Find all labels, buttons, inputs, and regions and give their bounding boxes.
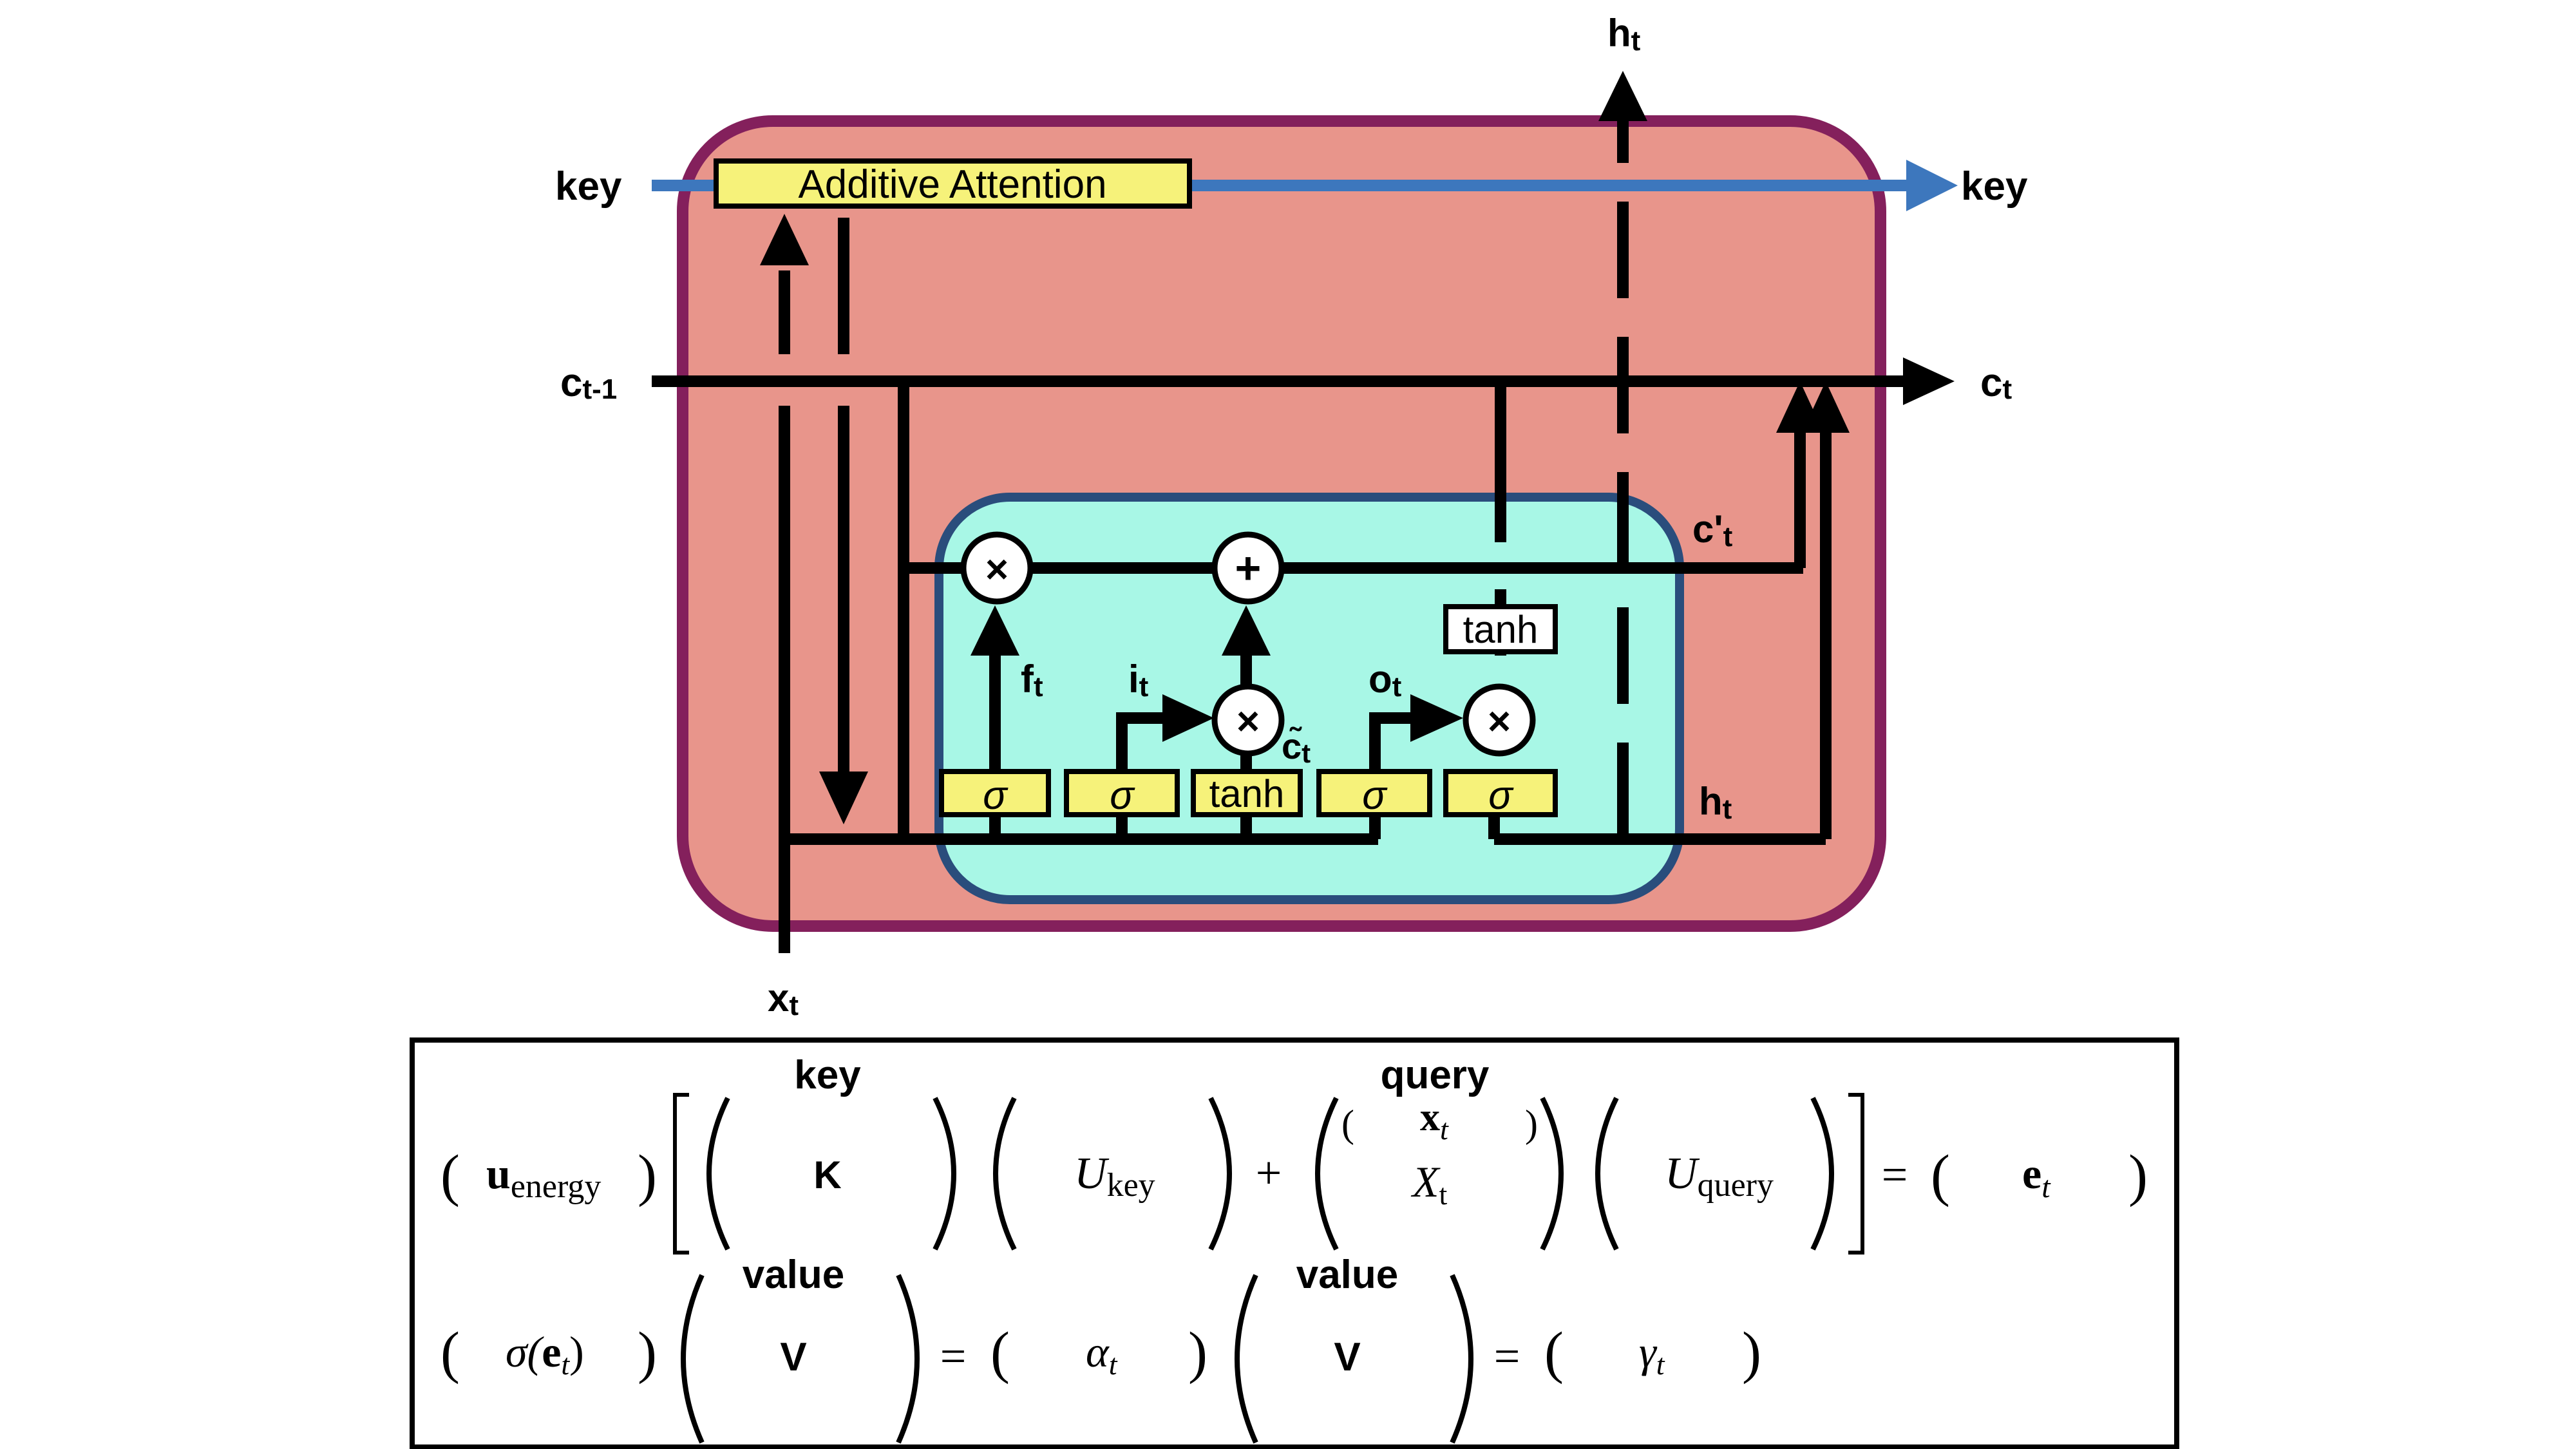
additive-attention-box: Additive Attention bbox=[714, 158, 1192, 209]
ft-arrowhead bbox=[971, 605, 1019, 656]
ct-arrowhead bbox=[1903, 357, 1955, 405]
svg-text:×: × bbox=[1488, 699, 1511, 744]
c-prev-label: ct-1 bbox=[560, 361, 617, 405]
i-t-label: it bbox=[1128, 658, 1149, 703]
key-header: key bbox=[794, 1053, 861, 1097]
eq-gamma-t: ( γt ) bbox=[1544, 1321, 1761, 1385]
gate-sigma-f: σ bbox=[939, 769, 1051, 818]
key-out-label: key bbox=[1961, 164, 2028, 209]
gate-sigma-i: σ bbox=[1064, 769, 1180, 818]
ht-top-arrowhead bbox=[1598, 71, 1647, 121]
svg-text:(: ( bbox=[440, 1321, 460, 1385]
svg-text:(: ( bbox=[1931, 1144, 1950, 1208]
gate-tanh-c: tanh bbox=[1191, 769, 1303, 817]
equals-sign-1: = bbox=[1882, 1149, 1908, 1200]
o-t-label: ot bbox=[1368, 658, 1402, 703]
h-right-label: ht bbox=[1699, 780, 1732, 825]
gate-sigma-i-label: σ bbox=[1110, 773, 1135, 818]
svg-text:): ) bbox=[1742, 1321, 1761, 1385]
x-t-label: xt bbox=[768, 976, 799, 1021]
cell-add-op: + bbox=[1211, 531, 1285, 605]
value-header-1: value bbox=[743, 1253, 845, 1297]
svg-text:): ) bbox=[1525, 1103, 1538, 1145]
gate-sigma-f-label: σ bbox=[983, 773, 1009, 818]
svg-text:): ) bbox=[1188, 1321, 1208, 1385]
svg-text:(: ( bbox=[440, 1144, 460, 1208]
xt-to-attention-arrowhead bbox=[760, 214, 809, 265]
K-symbol: K bbox=[813, 1153, 841, 1197]
equation-panel bbox=[410, 1037, 2179, 1449]
svg-text:×: × bbox=[985, 547, 1009, 592]
svg-text:): ) bbox=[638, 1144, 657, 1208]
svg-text:(: ( bbox=[1544, 1321, 1564, 1385]
svg-text:xt: xt bbox=[1420, 1095, 1449, 1146]
svg-text:Uquery: Uquery bbox=[1665, 1149, 1774, 1204]
svg-text:Xt: Xt bbox=[1410, 1157, 1448, 1211]
eq-alpha-t: ( αt ) bbox=[990, 1321, 1208, 1385]
svg-text:(: ( bbox=[990, 1321, 1010, 1385]
additive-attention-label: Additive Attention bbox=[798, 162, 1106, 207]
svg-text:σ(et): σ(et) bbox=[506, 1327, 584, 1381]
h-top-label: ht bbox=[1607, 12, 1641, 57]
attention-down-arrowhead bbox=[819, 772, 868, 824]
left-square-bracket bbox=[673, 1093, 689, 1255]
eq-K-matrix: K bbox=[706, 1097, 956, 1251]
query-header: query bbox=[1381, 1053, 1490, 1097]
gate-sigma-h-label: σ bbox=[1488, 773, 1514, 818]
ht-right-arrowhead bbox=[1802, 381, 1850, 433]
it-arrowhead bbox=[1162, 694, 1214, 742]
gate-sigma-h: σ bbox=[1443, 769, 1558, 818]
eq-sigma-e: ( σ(et) ) bbox=[440, 1321, 657, 1385]
svg-text:×: × bbox=[1236, 699, 1260, 744]
svg-text:γt: γt bbox=[1639, 1327, 1665, 1381]
svg-text:): ) bbox=[2128, 1144, 2148, 1208]
plus-sign: + bbox=[1256, 1147, 1282, 1198]
c-prime-label: c't bbox=[1692, 507, 1733, 553]
svg-text:et: et bbox=[2022, 1149, 2051, 1204]
svg-text:): ) bbox=[638, 1321, 657, 1385]
svg-text:(: ( bbox=[1341, 1103, 1354, 1145]
value-header-2: value bbox=[1296, 1253, 1399, 1297]
V-symbol-1: V bbox=[780, 1335, 806, 1379]
key-in-label: key bbox=[555, 164, 622, 209]
input-multiply-op: × bbox=[1211, 683, 1285, 757]
V-symbol-2: V bbox=[1334, 1335, 1360, 1379]
equals-sign-3: = bbox=[1494, 1331, 1520, 1382]
svg-text:Ukey: Ukey bbox=[1074, 1149, 1155, 1204]
eq-query-stack: ( xt ) Xt bbox=[1315, 1095, 1564, 1251]
c-tilde-label: c̃t bbox=[1282, 726, 1311, 768]
equals-sign-2: = bbox=[940, 1331, 967, 1382]
eq-U-query: Uquery bbox=[1595, 1097, 1834, 1251]
tanh-output-label: tanh bbox=[1463, 608, 1539, 651]
right-square-bracket bbox=[1848, 1093, 1864, 1255]
key-out-arrowhead bbox=[1906, 160, 1958, 211]
eq-u-energy: ( uenergy ) bbox=[440, 1144, 657, 1208]
ot-arrowhead bbox=[1410, 694, 1463, 742]
eq-U-key: Ukey bbox=[993, 1097, 1232, 1251]
svg-text:+: + bbox=[1235, 543, 1262, 593]
eq-V-matrix-1: V bbox=[681, 1274, 920, 1444]
output-multiply-op: × bbox=[1463, 683, 1536, 757]
mul-to-plus-arrowhead bbox=[1222, 605, 1271, 656]
it-line bbox=[1116, 712, 1166, 776]
eq-e-t: ( et ) bbox=[1931, 1144, 2148, 1208]
forget-multiply-op: × bbox=[960, 531, 1034, 605]
tanh-output-box: tanh bbox=[1443, 604, 1558, 654]
gate-tanh-c-label: tanh bbox=[1209, 772, 1285, 815]
svg-text:uenergy: uenergy bbox=[486, 1149, 601, 1205]
c-t-label: ct bbox=[1980, 361, 2012, 405]
ot-line bbox=[1369, 712, 1414, 776]
f-t-label: ft bbox=[1021, 658, 1043, 703]
svg-text:αt: αt bbox=[1086, 1327, 1118, 1381]
eq-V-matrix-2: V bbox=[1235, 1274, 1473, 1444]
gate-sigma-o: σ bbox=[1316, 769, 1432, 818]
gate-sigma-o-label: σ bbox=[1362, 773, 1388, 818]
